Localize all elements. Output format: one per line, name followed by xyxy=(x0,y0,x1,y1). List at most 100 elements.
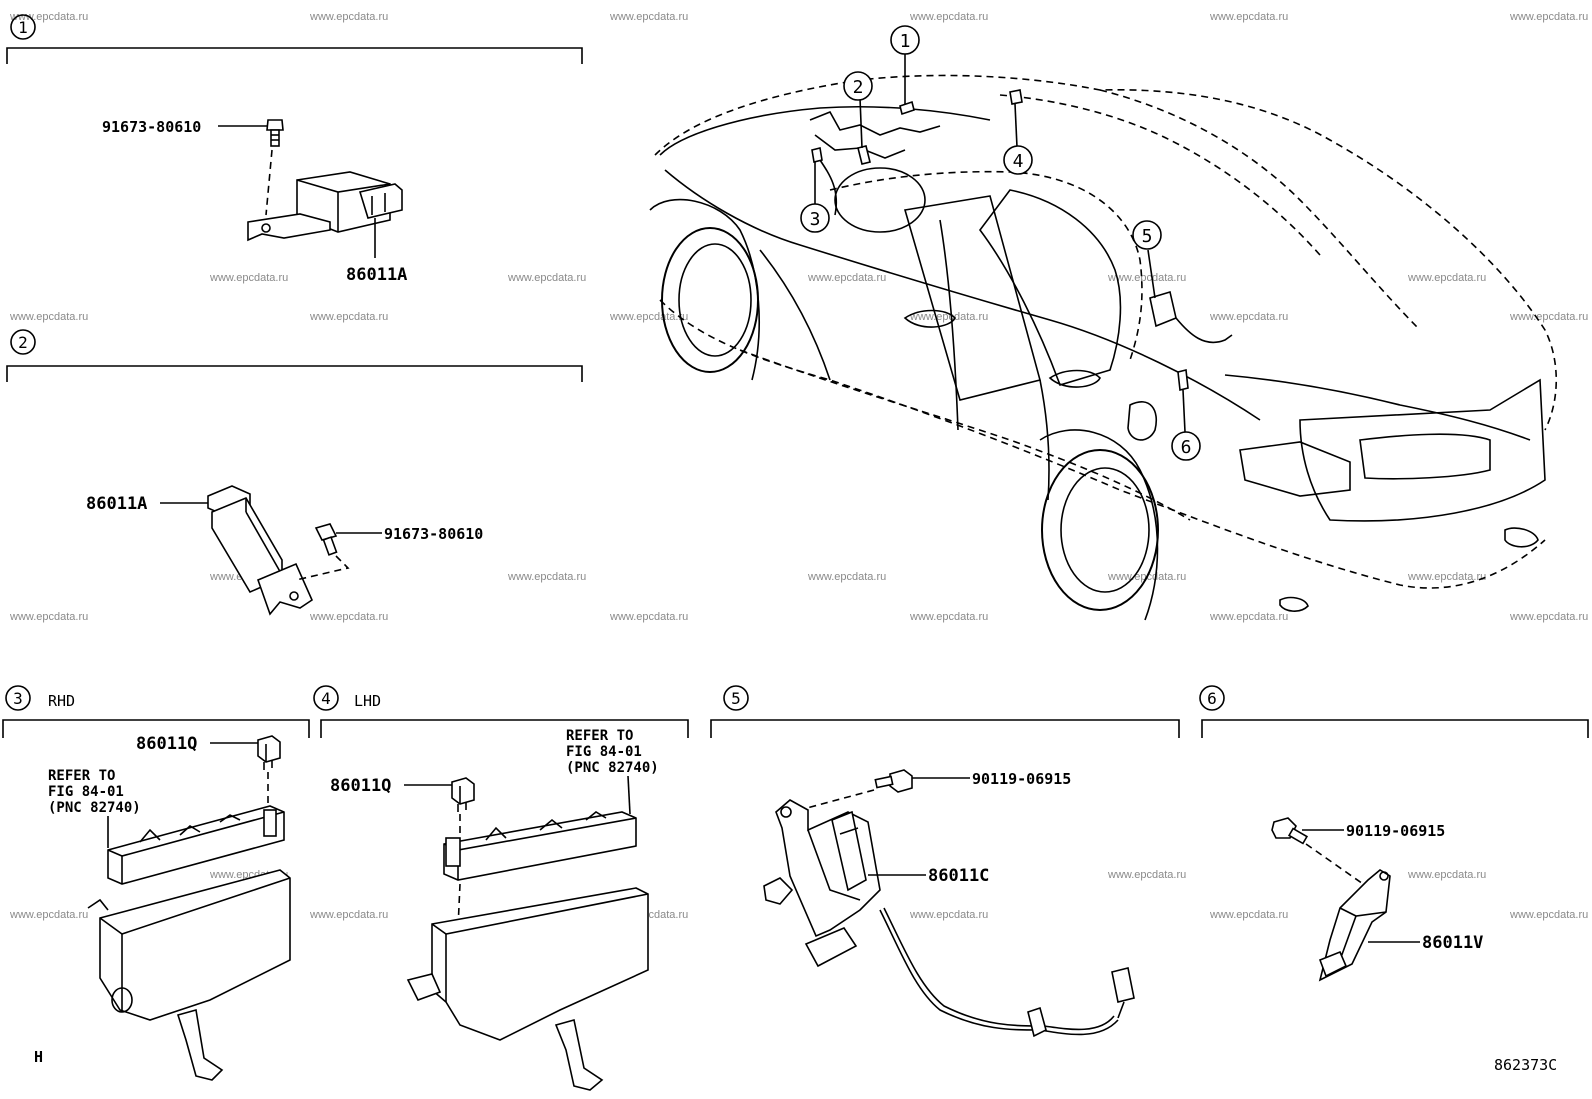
refer-note-line: (PNC 82740) xyxy=(48,800,141,816)
fastener-path xyxy=(791,789,875,813)
section-qualifier: RHD xyxy=(48,692,75,710)
section-qualifier: LHD xyxy=(354,692,381,710)
leader-line xyxy=(627,775,631,815)
car-tail-lamp xyxy=(1239,441,1351,497)
callout-line xyxy=(859,97,863,149)
harness-wire xyxy=(879,909,1119,1036)
car-callout-2[interactable]: 2 xyxy=(843,71,873,101)
watermark: www.epcdata.ru xyxy=(309,611,388,623)
section-bracket xyxy=(6,365,583,382)
watermark: www.epcdata.ru xyxy=(1407,869,1486,881)
harness-clip-icon xyxy=(1027,1006,1047,1038)
front-wheel-icon xyxy=(649,198,760,381)
rear-wheel-icon xyxy=(1039,429,1159,621)
car-trunk-lid xyxy=(1224,374,1531,441)
watermark: www.epcdata.ru xyxy=(1407,571,1486,583)
car-outline-side-window xyxy=(829,170,1143,361)
part-label-86011V[interactable]: 86011V xyxy=(1422,933,1483,953)
harness-wire xyxy=(1117,1001,1125,1019)
watermark: www.epcdata.ru xyxy=(1407,272,1486,284)
part-label-91673-80610[interactable]: 91673-80610 xyxy=(102,118,201,136)
watermark: www.epcdata.ru xyxy=(1209,611,1288,623)
car-fuel-lid xyxy=(1127,401,1157,441)
section-number-circle xyxy=(1199,685,1225,711)
fastener-path xyxy=(295,555,350,581)
junction-block-icon xyxy=(443,811,637,881)
ecu-bracket-icon xyxy=(406,887,649,1091)
section-bracket xyxy=(320,719,689,738)
car-callout-1[interactable]: 1 xyxy=(890,25,920,55)
part-label-86011A[interactable]: 86011A xyxy=(86,494,147,514)
watermark: www.epcdata.ru xyxy=(1107,869,1186,881)
watermark: www.epcdata.ru xyxy=(209,272,288,284)
car-callout-4[interactable]: 4 xyxy=(1003,145,1033,175)
watermark: www.epcdata.ru xyxy=(909,611,988,623)
watermark: www.epcdata.ru xyxy=(1209,311,1288,323)
fastener-path xyxy=(265,149,273,216)
part-label-91673-80610[interactable]: 91673-80610 xyxy=(384,525,483,543)
refer-note-line: REFER TO xyxy=(48,768,115,784)
watermark: www.epcdata.ru xyxy=(1509,909,1588,921)
car-door-edge xyxy=(939,219,959,431)
component-marker-1 xyxy=(899,100,915,116)
component-marker-3 xyxy=(811,147,823,163)
refer-note-line: FIG 84-01 xyxy=(566,744,642,760)
car-a-pillar xyxy=(759,249,831,381)
section-number-circle xyxy=(5,685,31,711)
car-callout-6[interactable]: 6 xyxy=(1171,431,1201,461)
car-outline-rear-glass xyxy=(1099,89,1421,331)
callout-line xyxy=(1014,103,1018,148)
watermark: www.epcdata.ru xyxy=(507,272,586,284)
car-callout-3[interactable]: 3 xyxy=(800,203,830,233)
watermark: www.epcdata.ru xyxy=(1209,11,1288,23)
bolt-icon xyxy=(874,769,913,793)
component-marker-2 xyxy=(857,145,871,165)
section-number: 1 xyxy=(18,18,28,37)
sensor-86011C-icon xyxy=(763,799,881,968)
watermark: www.epcdata.ru xyxy=(609,311,688,323)
watermark: www.epcdata.ru xyxy=(9,611,88,623)
car-callout-5[interactable]: 5 xyxy=(1132,220,1162,250)
callout-number: 2 xyxy=(853,77,864,98)
watermark: www.epcdata.ru xyxy=(507,571,586,583)
component-marker-5 xyxy=(1149,290,1177,328)
part-label-90119-06915[interactable]: 90119-06915 xyxy=(972,770,1071,788)
watermark: www.epcdata.ru xyxy=(909,909,988,921)
watermark: www.epcdata.ru xyxy=(309,11,388,23)
part-label-86011Q[interactable]: 86011Q xyxy=(136,734,197,754)
watermark: www.epcdata.ru xyxy=(909,11,988,23)
fastener-path xyxy=(1305,843,1367,887)
relay-86011Q-icon xyxy=(451,777,475,812)
section-number: 6 xyxy=(1207,689,1217,708)
sensor-86011V-icon xyxy=(1318,869,1391,982)
relay-unit-86011A-icon xyxy=(207,485,314,616)
section-1: 1 91673-80610 86011A xyxy=(6,14,583,285)
car-outline-rocker xyxy=(739,349,1191,521)
part-label-86011A[interactable]: 86011A xyxy=(346,265,407,285)
section-bracket xyxy=(2,719,310,738)
section-number: 4 xyxy=(321,689,331,708)
watermark: www.epcdata.ru xyxy=(9,311,88,323)
car-beltline xyxy=(664,169,1261,421)
bolt-icon xyxy=(314,523,338,556)
watermark: www.epcdata.ru xyxy=(1509,11,1588,23)
car-outline-roof xyxy=(654,74,1557,431)
figure-code: 862373C xyxy=(1494,1056,1557,1074)
car-hood-line xyxy=(659,105,991,156)
component-marker-6 xyxy=(1177,369,1189,391)
watermark: www.epcdata.ru xyxy=(909,311,988,323)
refer-note-line: REFER TO xyxy=(566,728,633,744)
watermark: www.epcdata.ru xyxy=(1107,272,1186,284)
dashboard-interior-icon xyxy=(809,110,941,233)
corner-mark: H xyxy=(34,1048,43,1066)
bolt-icon xyxy=(266,119,284,147)
component-marker-4 xyxy=(1009,89,1023,105)
section-number: 3 xyxy=(13,689,23,708)
watermark: www.epcdata.ru xyxy=(9,11,88,23)
part-label-86011Q[interactable]: 86011Q xyxy=(330,776,391,796)
part-label-86011C[interactable]: 86011C xyxy=(928,866,989,886)
car-door-handle xyxy=(903,309,956,328)
connector-icon xyxy=(1111,967,1135,1003)
part-label-90119-06915[interactable]: 90119-06915 xyxy=(1346,822,1445,840)
